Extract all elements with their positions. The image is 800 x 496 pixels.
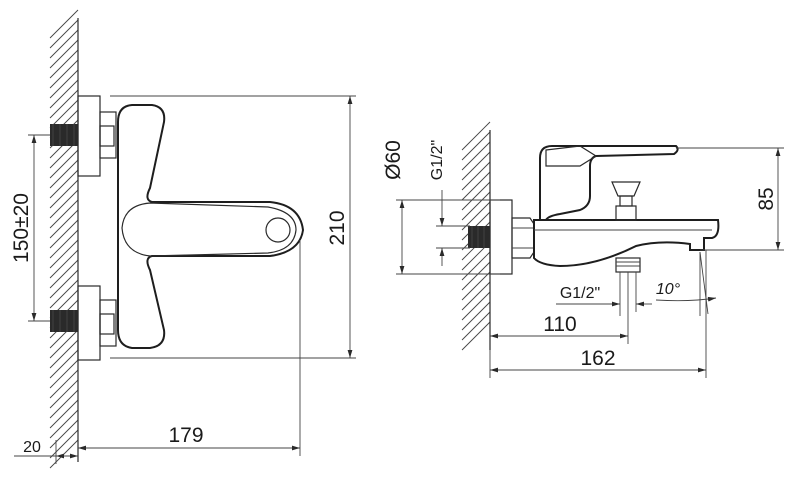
dim-outlet-thread: G1/2" bbox=[556, 285, 652, 316]
front-mixer-body bbox=[117, 104, 305, 349]
dim-escutcheon-diameter: Ø60 bbox=[382, 140, 500, 275]
dim-inlet-thread: G1/2" bbox=[429, 140, 470, 266]
front-upper-connector bbox=[50, 95, 117, 177]
hatch-line bbox=[461, 251, 491, 281]
dim-height-total-label: 210 bbox=[326, 210, 349, 245]
hatch-line bbox=[49, 209, 79, 239]
side-connection-nut bbox=[511, 217, 535, 259]
hatch-line bbox=[49, 419, 79, 449]
hatch-line bbox=[461, 141, 491, 171]
hatch-line bbox=[49, 149, 79, 179]
hatch-line bbox=[49, 179, 79, 209]
hatch-line bbox=[49, 349, 79, 379]
dim-spout-projection: 162 bbox=[489, 250, 707, 378]
dim-spout-angle: 10° bbox=[656, 251, 717, 316]
side-handle-cap bbox=[545, 145, 598, 167]
hatch-line bbox=[49, 249, 79, 279]
dim-spout-projection-label: 162 bbox=[580, 347, 615, 370]
hatch-line bbox=[49, 199, 79, 229]
front-lower-connector bbox=[50, 285, 117, 361]
front-wall-hatch bbox=[49, 9, 79, 469]
dim-height-total: 210 bbox=[110, 95, 356, 359]
hatch-line bbox=[49, 189, 79, 219]
hatch-line bbox=[49, 29, 79, 59]
hatch-line bbox=[461, 321, 491, 351]
hatch-line bbox=[461, 261, 491, 291]
hatch-line bbox=[49, 369, 79, 399]
hatch-line bbox=[461, 131, 491, 161]
front-handle-lever bbox=[121, 202, 297, 257]
front-handle-ring bbox=[265, 217, 291, 243]
hatch-line bbox=[461, 271, 491, 301]
hatch-line bbox=[49, 279, 79, 309]
hatch-line bbox=[49, 39, 79, 69]
hatch-line bbox=[49, 269, 79, 299]
front-view: 210 150±20 179 20 bbox=[10, 9, 356, 469]
hatch-line bbox=[49, 409, 79, 439]
hatch-line bbox=[49, 99, 79, 129]
side-inlet-thread bbox=[468, 226, 490, 248]
dim-escutcheon-diameter-label: Ø60 bbox=[382, 140, 405, 180]
hatch-line bbox=[461, 121, 491, 151]
hatch-line bbox=[461, 161, 491, 191]
hatch-line bbox=[49, 89, 79, 119]
hatch-line bbox=[461, 171, 491, 201]
dim-inlet-spacing-label: 150±20 bbox=[10, 193, 33, 263]
hatch-line bbox=[49, 429, 79, 459]
dim-projection: 179 bbox=[78, 240, 301, 456]
hatch-line bbox=[49, 9, 79, 39]
hatch-line bbox=[461, 311, 491, 341]
hatch-line bbox=[49, 359, 79, 389]
hatch-line bbox=[49, 259, 79, 289]
side-escutcheon bbox=[489, 199, 513, 275]
hatch-line bbox=[49, 219, 79, 249]
hatch-line bbox=[49, 159, 79, 189]
hatch-line bbox=[49, 389, 79, 419]
hatch-line bbox=[49, 79, 79, 109]
hatch-line bbox=[49, 19, 79, 49]
hatch-line bbox=[49, 49, 79, 79]
dim-wall-offset-label: 20 bbox=[23, 439, 41, 456]
hatch-line bbox=[49, 59, 79, 89]
side-mixer-body bbox=[533, 219, 720, 268]
hatch-line bbox=[461, 281, 491, 311]
hatch-line bbox=[461, 151, 491, 181]
dim-inlet-spacing: 150±20 bbox=[10, 134, 50, 322]
hatch-line bbox=[461, 191, 491, 221]
dim-outlet-thread-label: G1/2" bbox=[560, 285, 600, 302]
dim-outlet-projection-label: 110 bbox=[543, 313, 576, 336]
hatch-line bbox=[49, 329, 79, 359]
hatch-line bbox=[461, 201, 491, 231]
hatch-line bbox=[461, 291, 491, 321]
dim-outlet-projection: 110 bbox=[490, 272, 629, 344]
dim-handle-height: 85 bbox=[676, 147, 784, 251]
side-view: Ø60 G1/2" 85 G1/2" bbox=[382, 121, 784, 378]
hatch-line bbox=[49, 379, 79, 409]
hatch-line bbox=[49, 399, 79, 429]
dim-handle-height-label: 85 bbox=[755, 187, 778, 210]
hatch-line bbox=[461, 301, 491, 331]
dim-projection-label: 179 bbox=[168, 424, 203, 447]
side-diverter-knob bbox=[611, 181, 641, 221]
hatch-line bbox=[49, 339, 79, 369]
dim-spout-angle-label: 10° bbox=[656, 281, 681, 298]
hatch-line bbox=[49, 169, 79, 199]
dim-wall-offset: 20 bbox=[14, 439, 78, 464]
side-handle-body bbox=[539, 145, 679, 221]
hatch-line bbox=[461, 181, 491, 211]
hatch-line bbox=[49, 229, 79, 259]
dim-inlet-thread-label: G1/2" bbox=[429, 140, 446, 180]
hatch-line bbox=[49, 239, 79, 269]
hatch-line bbox=[49, 69, 79, 99]
